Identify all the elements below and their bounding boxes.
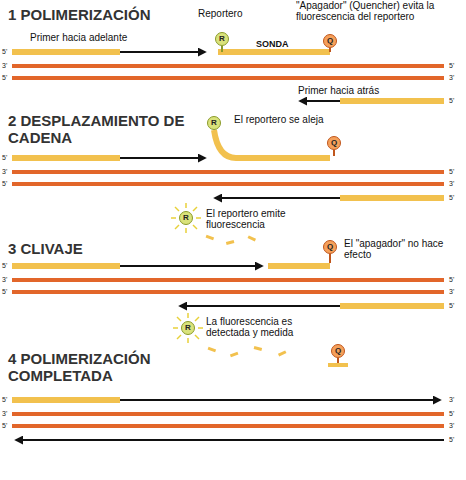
callout: El "apagador" no hace efecto bbox=[344, 238, 454, 260]
end-label: 5' bbox=[449, 97, 454, 105]
probe bbox=[218, 49, 330, 55]
step-heading: 1 POLIMERIZACIÓN bbox=[8, 6, 188, 23]
dye-letter: R bbox=[183, 214, 189, 222]
end-label: 5' bbox=[449, 436, 454, 444]
end-label: 3' bbox=[449, 396, 454, 404]
callout: Primer hacia adelante bbox=[30, 32, 160, 43]
end-label: 3' bbox=[449, 180, 454, 188]
dye-letter: Q bbox=[335, 347, 341, 355]
end-label: 5' bbox=[449, 168, 454, 176]
forward-primer bbox=[12, 49, 120, 55]
end-label: 3' bbox=[2, 410, 7, 418]
quencher-stalk bbox=[329, 254, 331, 263]
end-label: 5' bbox=[2, 288, 7, 296]
step-heading: 4 POLIMERIZACIÓN COMPLETADA bbox=[8, 350, 208, 385]
extension-arrow bbox=[120, 265, 262, 267]
dye-letter: R bbox=[219, 35, 225, 43]
reporter-dye: R bbox=[181, 321, 195, 335]
end-label: 5' bbox=[449, 194, 454, 202]
callout: El reportero emite fluorescencia bbox=[206, 208, 318, 230]
fluorescence-rays bbox=[173, 313, 203, 343]
callout: Primer hacia atrás bbox=[298, 85, 418, 96]
quencher-stalk bbox=[329, 48, 331, 52]
dye-letter: Q bbox=[331, 139, 337, 147]
end-label: 3' bbox=[2, 168, 7, 176]
forward-primer bbox=[12, 397, 120, 403]
end-label: 3' bbox=[449, 288, 454, 296]
step-heading: 2 DESPLAZAMIENTO DE CADENA bbox=[8, 112, 208, 147]
displaced-probe bbox=[214, 130, 330, 158]
extension-arrow bbox=[180, 305, 340, 307]
reverse-primer bbox=[340, 195, 444, 201]
reporter-dye: R bbox=[215, 32, 229, 46]
dye-letter: R bbox=[211, 119, 217, 127]
part-name: SONDA bbox=[256, 40, 316, 50]
dna-strand bbox=[12, 412, 444, 416]
end-label: 5' bbox=[2, 74, 7, 82]
extension-arrow bbox=[120, 157, 205, 159]
reverse-primer bbox=[340, 98, 444, 104]
dye-letter: Q bbox=[327, 243, 333, 251]
fluorescence-rays bbox=[171, 203, 201, 233]
quencher-dye: Q bbox=[331, 344, 345, 358]
dna-strand bbox=[12, 278, 444, 282]
probe-fragments bbox=[208, 346, 348, 367]
end-label: 3' bbox=[449, 74, 454, 82]
forward-primer bbox=[12, 155, 120, 161]
dna-strand bbox=[12, 290, 444, 294]
quencher-stalk bbox=[333, 150, 335, 156]
extension-arrow bbox=[120, 51, 205, 53]
end-label: 5' bbox=[2, 48, 7, 56]
dye-letter: R bbox=[185, 324, 191, 332]
probe-fragments bbox=[206, 235, 256, 245]
end-label: 3' bbox=[2, 62, 7, 70]
quencher-stalk bbox=[337, 358, 339, 363]
end-label: 5' bbox=[2, 422, 7, 430]
dna-strand bbox=[12, 170, 444, 174]
extension-arrow bbox=[300, 100, 340, 102]
reporter-stalk bbox=[221, 46, 223, 52]
end-label: 5' bbox=[2, 262, 7, 270]
end-label: 3' bbox=[2, 276, 7, 284]
extension-arrow bbox=[120, 399, 440, 401]
end-label: 5' bbox=[449, 410, 454, 418]
quencher-dye: Q bbox=[327, 136, 341, 150]
callout: Reportero bbox=[198, 8, 268, 19]
dna-strand bbox=[12, 64, 444, 68]
quencher-dye: Q bbox=[323, 240, 337, 254]
end-label: 5' bbox=[2, 154, 7, 162]
step-heading: 3 CLIVAJE bbox=[8, 240, 168, 257]
end-label: 5' bbox=[2, 396, 7, 404]
end-label: 3' bbox=[449, 422, 454, 430]
dna-strand bbox=[12, 76, 444, 80]
reporter-dye: R bbox=[207, 116, 221, 130]
callout: La fluorescencia es detectada y medida bbox=[206, 316, 336, 338]
reporter-dye: R bbox=[179, 211, 193, 225]
end-label: 5' bbox=[2, 180, 7, 188]
dna-strand bbox=[12, 424, 444, 428]
dye-letter: Q bbox=[327, 37, 333, 45]
callout: El reportero se aleja bbox=[234, 114, 324, 125]
forward-primer bbox=[12, 263, 120, 269]
end-label: 5' bbox=[449, 276, 454, 284]
quencher-dye: Q bbox=[323, 34, 337, 48]
dna-strand bbox=[12, 182, 444, 186]
extension-arrow bbox=[16, 439, 444, 441]
reverse-primer bbox=[340, 303, 444, 309]
end-label: 5' bbox=[449, 302, 454, 310]
end-label: 5' bbox=[449, 62, 454, 70]
extension-arrow bbox=[215, 197, 340, 199]
probe-remnant bbox=[268, 263, 330, 269]
callout: "Apagador" (Quencher) evita la fluoresce… bbox=[296, 0, 464, 22]
